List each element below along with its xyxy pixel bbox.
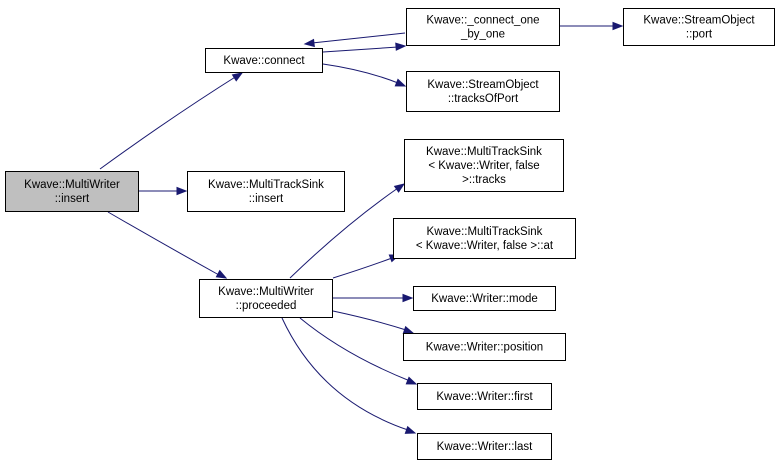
arrowhead-icon [612, 21, 624, 31]
node-label-line: Kwave::MultiWriter [218, 286, 314, 298]
node-box [404, 139, 564, 192]
arrowhead-icon [176, 186, 188, 196]
edge-line [299, 317, 411, 382]
edge-connect_one-to-port [560, 21, 624, 31]
edge-connect-to-tracksOfPort [322, 63, 407, 87]
node-label-line: Kwave::MultiTrackSink [427, 226, 543, 238]
node-box [417, 383, 552, 410]
edge-root-to-proceeded [107, 211, 228, 279]
arrowhead-icon [402, 293, 414, 303]
edge-proceeded-to-mode [333, 293, 414, 303]
node-mode[interactable]: Kwave::Writer::mode [413, 286, 556, 311]
node-label-line: Kwave::MultiTrackSink [426, 146, 542, 158]
node-label-line: ::port [686, 29, 713, 41]
edge-connect_one-to-connect [303, 32, 406, 48]
node-position[interactable]: Kwave::Writer::position [403, 333, 566, 361]
edge-line [322, 63, 399, 84]
node-root[interactable]: Kwave::MultiWriter::insert [5, 171, 139, 212]
node-label-line: ::proceeded [236, 300, 297, 312]
node-label-line: Kwave::Writer::position [426, 342, 543, 354]
node-label-line: >::tracks [462, 174, 506, 186]
edge-line [322, 46, 399, 53]
node-box [5, 171, 139, 212]
node-label-line: Kwave::MultiTrackSink [208, 179, 324, 191]
edge-connect-to-connect_one [322, 42, 407, 53]
arrowhead-icon [215, 269, 228, 279]
edge-proceeded-to-at [332, 254, 401, 279]
arrowhead-icon [394, 78, 407, 87]
node-box [413, 286, 556, 311]
node-box [187, 171, 345, 212]
node-mts-insert[interactable]: Kwave::MultiTrackSink::insert [187, 171, 345, 212]
node-box [406, 8, 560, 46]
node-label-line: Kwave::connect [223, 55, 305, 67]
node-label-line: Kwave::StreamObject [427, 79, 539, 91]
edge-line [332, 257, 393, 279]
node-label-line: Kwave::Writer::mode [431, 293, 538, 305]
node-connect[interactable]: Kwave::connect [205, 48, 323, 73]
arrowhead-icon [395, 42, 407, 51]
node-box [403, 333, 566, 361]
node-label-line: ::insert [249, 193, 284, 205]
edge-line [281, 317, 409, 431]
node-label-line: < Kwave::Writer, false [428, 160, 539, 172]
node-box [205, 48, 323, 73]
edge-line [107, 211, 220, 276]
node-tracks[interactable]: Kwave::MultiTrackSink< Kwave::Writer, fa… [404, 139, 564, 192]
arrowhead-icon [231, 72, 244, 82]
node-box [417, 433, 552, 460]
node-label-line: Kwave::StreamObject [643, 15, 755, 27]
arrowhead-icon [393, 183, 406, 193]
node-label-line: ::insert [55, 193, 90, 205]
arrowhead-icon [404, 425, 417, 434]
arrowhead-icon [303, 38, 315, 48]
node-connect-one[interactable]: Kwave::_connect_one_by_one [406, 8, 560, 46]
node-at[interactable]: Kwave::MultiTrackSink< Kwave::Writer, fa… [393, 218, 576, 259]
edge-proceeded-to-last [281, 317, 417, 434]
node-label-line: ::tracksOfPort [448, 93, 519, 105]
node-port[interactable]: Kwave::StreamObject::port [623, 8, 775, 46]
node-first[interactable]: Kwave::Writer::first [417, 383, 552, 410]
edge-proceeded-to-position [332, 310, 415, 334]
edge-line [289, 187, 399, 279]
node-label-line: _by_one [460, 29, 505, 41]
edge-proceeded-to-tracks [289, 183, 406, 279]
edge-root-to-mts_insert [139, 186, 188, 196]
node-box [393, 218, 576, 259]
edge-line [99, 73, 241, 170]
node-label-line: Kwave::MultiWriter [24, 179, 120, 191]
node-box [199, 279, 333, 318]
node-label-line: Kwave::_connect_one [426, 15, 539, 27]
node-tracksOfPort[interactable]: Kwave::StreamObject::tracksOfPort [406, 71, 560, 112]
edge-line [311, 32, 406, 44]
node-box [623, 8, 775, 46]
node-proceeded[interactable]: Kwave::MultiWriter::proceeded [199, 279, 333, 318]
edges-layer [99, 21, 624, 434]
nodes-layer: Kwave::MultiWriter::insert Kwave::connect… [5, 8, 775, 460]
node-last[interactable]: Kwave::Writer::last [417, 433, 552, 460]
node-label-line: Kwave::Writer::first [436, 391, 533, 403]
node-box [406, 71, 560, 112]
node-label-line: < Kwave::Writer, false >::at [416, 240, 554, 252]
node-label-line: Kwave::Writer::last [437, 441, 533, 453]
arrowhead-icon [405, 376, 418, 385]
arrowhead-icon [402, 325, 415, 334]
edge-line [332, 310, 407, 331]
edge-proceeded-to-first [299, 317, 418, 385]
edge-root-to-connect [99, 72, 244, 170]
